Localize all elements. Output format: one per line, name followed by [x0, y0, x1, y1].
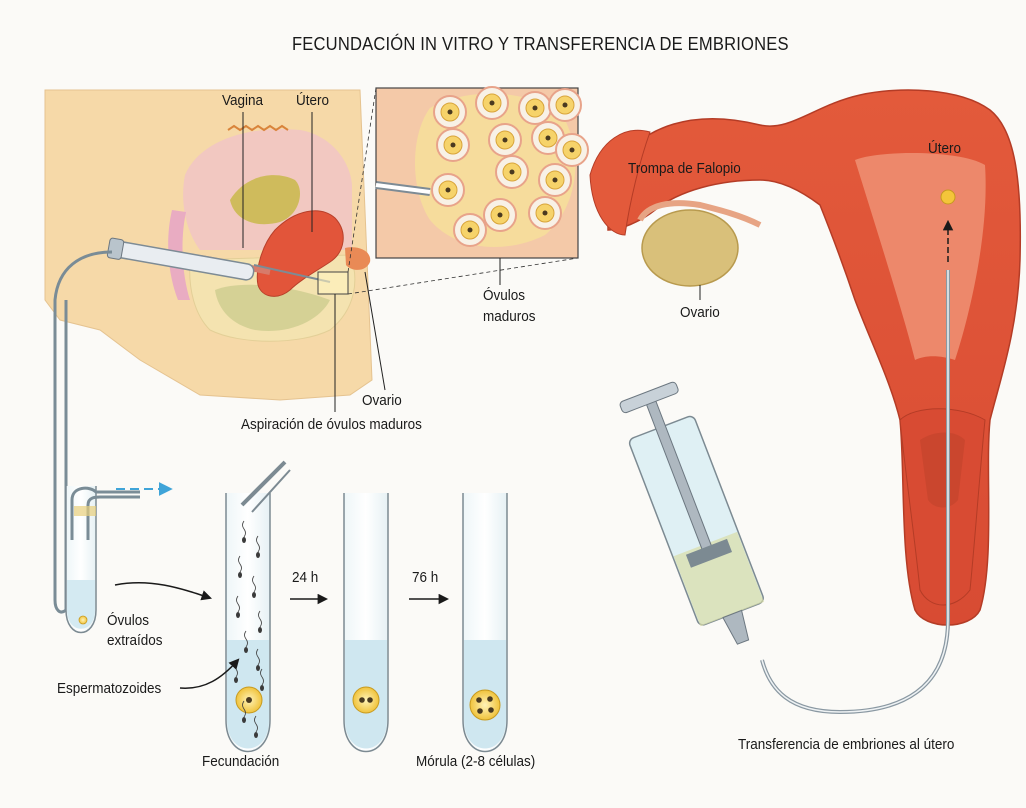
label-trompa-de-falopio: Trompa de Falopio [628, 160, 741, 177]
sperm-cell [256, 535, 260, 558]
page-title: FECUNDACIÓN IN VITRO Y TRANSFERENCIA DE … [292, 34, 789, 54]
label-transferencia: Transferencia de embriones al útero [738, 736, 955, 753]
label-76h: 76 h [412, 569, 439, 586]
label-espermatozoides: Espermatozoides [57, 680, 162, 697]
sperm-cell [252, 575, 256, 598]
label-ovulos-extraidos-line2: extraídos [107, 632, 163, 649]
aspiration-needle [53, 237, 349, 614]
sperm-cell [254, 715, 258, 738]
label-morula: Mórula (2-8 células) [416, 753, 536, 770]
sperm-cell [242, 520, 246, 543]
label-24h: 24 h [292, 569, 319, 586]
sperm-cell [244, 630, 248, 653]
label-ovario-left: Ovario [362, 392, 402, 409]
left-leader-lines [242, 112, 501, 412]
24h-tube [343, 493, 389, 753]
label-utero-right: Útero [928, 140, 962, 157]
sperm-cell [242, 700, 246, 723]
transfer-syringe [619, 270, 950, 715]
fertilization-tube [225, 460, 291, 753]
label-ovario-right: Ovario [680, 304, 720, 321]
follicle [483, 198, 517, 232]
follicle [518, 91, 552, 125]
follicle [538, 163, 572, 197]
label-ovulos-maduros-line1: Óvulos [483, 287, 526, 304]
process-arrows [114, 581, 450, 689]
sperm-cell [256, 648, 260, 671]
label-ovulos-maduros-line2: maduros [483, 308, 536, 325]
sperm-cell [236, 595, 240, 618]
sperm-cell [238, 555, 242, 578]
label-utero-left: Útero [296, 92, 330, 109]
follicle [436, 128, 470, 162]
ovary-zoom-inset [347, 86, 589, 295]
label-aspiracion: Aspiración de óvulos maduros [241, 416, 422, 433]
morula-tube [462, 493, 508, 753]
label-ovulos-extraidos-line1: Óvulos [107, 612, 150, 629]
follicle [555, 133, 589, 167]
label-fecundacion: Fecundación [202, 753, 280, 770]
extracted-tube [65, 482, 173, 634]
follicle [495, 155, 529, 189]
uterus-illustration [589, 89, 1022, 626]
label-vagina: Vagina [222, 92, 264, 109]
follicle [548, 88, 582, 122]
pelvis-cross-section [44, 89, 373, 401]
sperm-cell [260, 668, 264, 691]
follicle [431, 173, 465, 207]
follicle [475, 86, 509, 120]
follicle [528, 196, 562, 230]
follicle [453, 213, 487, 247]
follicle [433, 95, 467, 129]
sperm-cell [258, 610, 262, 633]
follicle [488, 123, 522, 157]
